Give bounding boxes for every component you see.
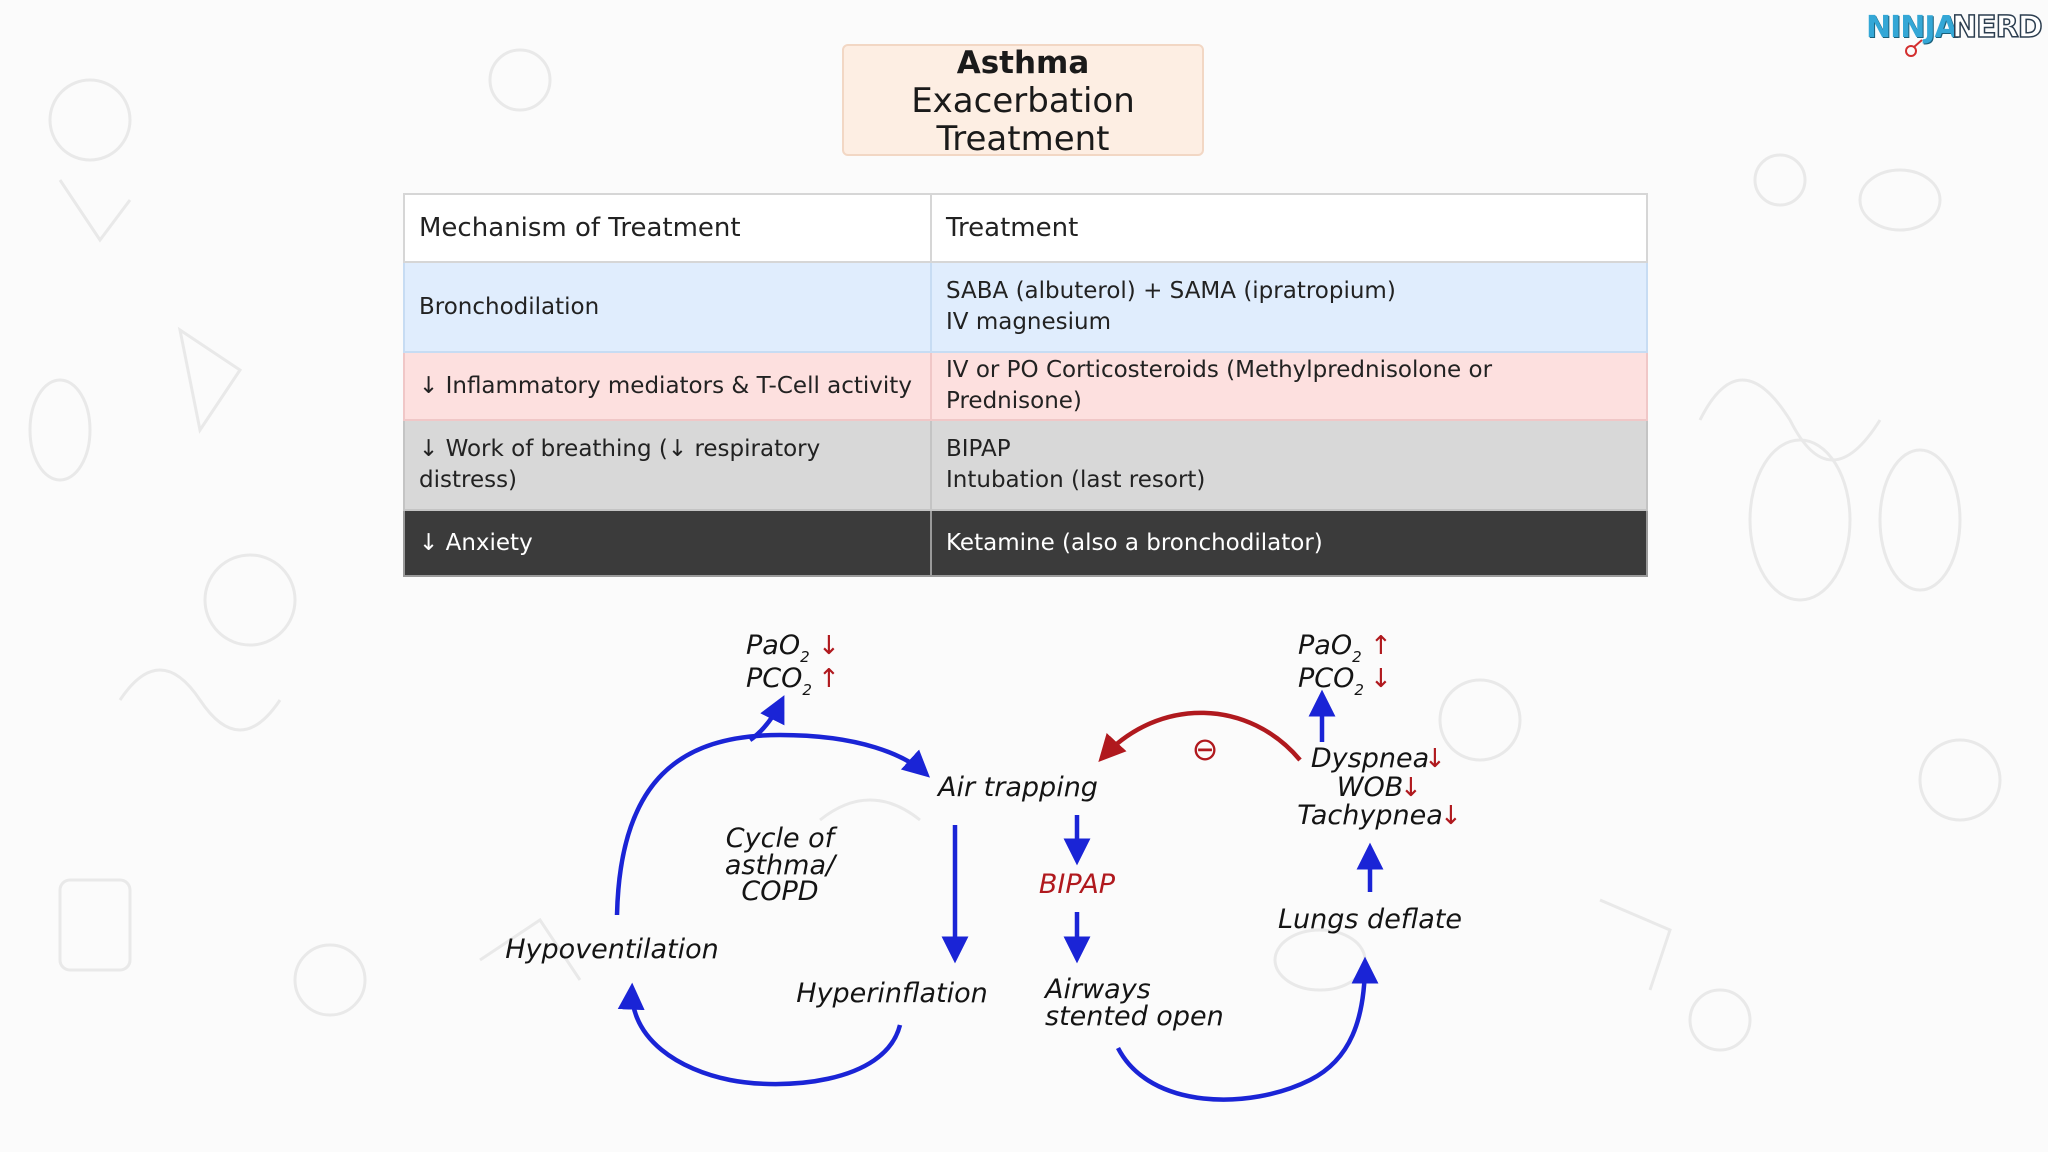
bipap-label: BIPAP [1039,869,1116,900]
right-pco2-down-arrow: ↓ [1370,664,1392,694]
air-trapping-label: Air trapping [936,772,1098,803]
table-header-row: Mechanism of Treatment Treatment [403,193,1648,263]
wob-down-arrow: ↓ [1400,773,1422,803]
airways-label-1: Airways [1043,974,1151,1005]
left-pao2-down-arrow: ↓ [818,631,840,661]
cycle-label-3: COPD [741,876,818,907]
dyspnea-label: Dyspnea [1311,743,1429,774]
treatment-table: Mechanism of Treatment Treatment Broncho… [403,193,1648,577]
mechanism-cell: ↓ Work of breathing (↓ respiratory distr… [403,419,932,511]
logo-ninja-text: NINJA [1866,10,1958,45]
header-treatment: Treatment [930,193,1648,263]
mechanism-cell: ↓ Anxiety [403,509,932,577]
treatment-cell: Ketamine (also a bronchodilator) [930,509,1648,577]
dyspnea-down-arrow: ↓ [1424,744,1446,774]
treatment-line: Intubation (last resort) [946,467,1206,493]
treatment-line: Ketamine (also a bronchodilator) [946,529,1323,556]
left-pao2-label: PaO2 [746,630,810,666]
slide-title: Asthma Exacerbation Treatment [842,44,1204,159]
mechanism-cell: Bronchodilation [403,261,932,353]
right-pao2-up-arrow: ↑ [1370,631,1392,661]
tachypnea-down-arrow: ↓ [1440,801,1462,831]
tachypnea-label: Tachypnea [1297,800,1443,831]
header-mechanism: Mechanism of Treatment [403,193,932,263]
treatment-line: IV or PO Corticosteroids (Methylpredniso… [946,357,1493,414]
left-pco2-label: PCO2 [746,663,812,699]
arrow-airways-to-lungs [1116,956,1379,1102]
title-word-2: Exacerbation [911,80,1135,121]
hypoventilation-label: Hypoventilation [505,934,719,965]
treatment-line: SABA (albuterol) + SAMA (ipratropium) [946,278,1396,304]
title-bold-word: Asthma [956,44,1090,81]
red-inhibition-arrow [1098,710,1302,762]
ninja-nerd-logo: NINJA NERD [1862,8,2043,62]
wob-label: WOB [1337,772,1403,803]
table-row: ↓ Inflammatory mediators & T-Cell activi… [403,351,1648,421]
arrow-hyperinflation-to-hypovent [617,982,903,1087]
logo-stethoscope-icon [1905,39,1923,57]
airways-label-2: stented open [1045,1001,1224,1032]
mechanism-cell: ↓ Inflammatory mediators & T-Cell activi… [403,351,932,421]
lungs-deflate-label: Lungs deflate [1278,904,1462,935]
table-row: ↓ Anxiety Ketamine (also a bronchodilato… [403,509,1648,577]
right-pco2-label: PCO2 [1298,663,1364,699]
cycle-label-2: asthma/ [725,850,838,881]
table-row: ↓ Work of breathing (↓ respiratory distr… [403,419,1648,511]
table-row: Bronchodilation SABA (albuterol) + SAMA … [403,261,1648,353]
right-pao2-label: PaO2 [1298,630,1362,666]
title-line-2: Treatment [936,118,1110,159]
treatment-line: IV magnesium [946,309,1112,335]
treatment-cell: SABA (albuterol) + SAMA (ipratropium) IV… [930,261,1648,353]
inhibition-symbol: ⊖ [1192,730,1219,768]
cycle-label-1: Cycle of [726,823,838,854]
treatment-cell: BIPAP Intubation (last resort) [930,419,1648,511]
hyperinflation-label: Hyperinflation [796,978,987,1009]
treatment-cell: IV or PO Corticosteroids (Methylpredniso… [930,351,1648,421]
left-pco2-up-arrow: ↑ [818,664,840,694]
arrow-hypovent-to-airtrapping [614,732,931,916]
logo-nerd-text: NERD [1951,9,2043,46]
treatment-line: BIPAP [946,436,1011,462]
